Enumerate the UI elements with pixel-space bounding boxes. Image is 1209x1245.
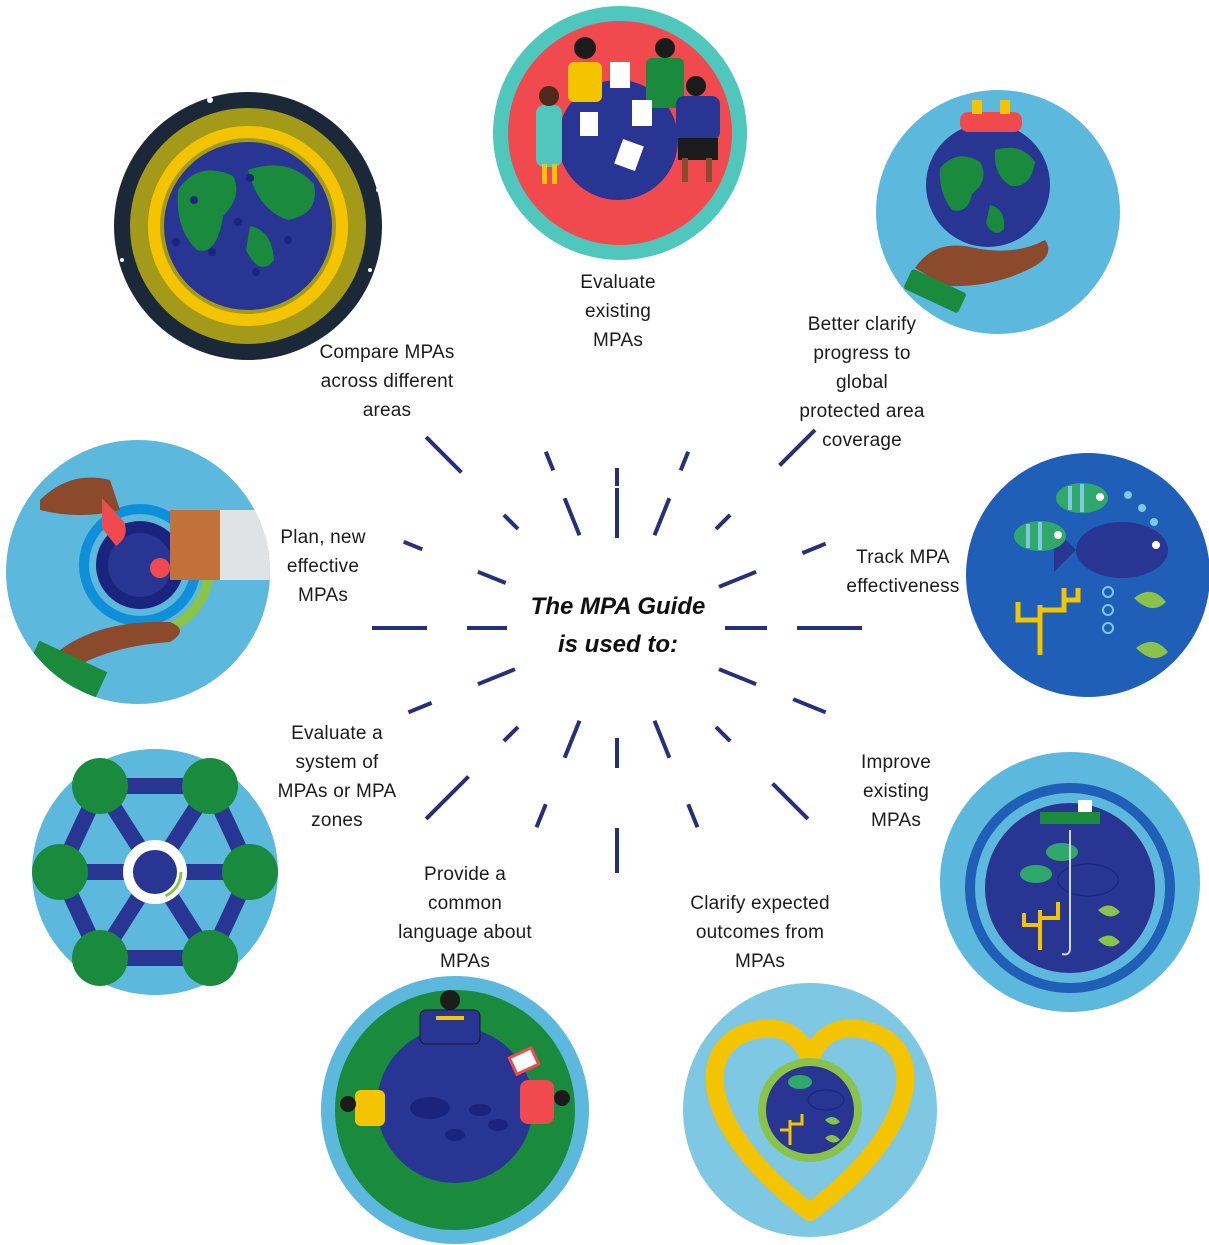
label-compare-mpas: Compare MPAs across different areas (319, 342, 455, 421)
label-system-of-mpas: Evaluate a system of MPAs or MPA zones (277, 723, 397, 831)
heart-ocean-icon (683, 983, 937, 1237)
ray-segment (402, 539, 424, 552)
ray-segment (424, 775, 470, 821)
ray-segment (792, 697, 827, 715)
ray-segment (407, 701, 433, 715)
hand-holding-globe-icon (876, 90, 1120, 334)
ray-segment (686, 803, 700, 829)
people-around-ocean-icon (321, 976, 589, 1244)
ray-segment (652, 719, 672, 759)
ray-segment (543, 451, 556, 472)
label-clarify-outcomes: Clarify expected outcomes from MPAs (690, 893, 830, 972)
ray-segment (718, 667, 757, 687)
ray-segment (771, 782, 810, 821)
mpa-network-icon (32, 749, 278, 995)
label-track-effectiveness: Track MPA effectiveness (846, 547, 960, 597)
ray-segment (477, 569, 507, 585)
ray-segment (778, 428, 817, 467)
label-global-coverage: Better clarify progress to global protec… (799, 314, 925, 451)
ray-segment (424, 435, 463, 474)
ray-segment (678, 451, 691, 472)
ray-segment (714, 725, 732, 743)
ray-segment (718, 569, 757, 589)
ray-segment (562, 497, 582, 537)
ocean-with-boat-icon (940, 752, 1200, 1012)
label-common-language: Provide a common language about MPAs (398, 864, 532, 972)
ray-segment (714, 513, 732, 531)
hands-planning-map-icon (6, 440, 270, 704)
people-evaluating-globe-icon (493, 6, 747, 260)
ray-segment (801, 541, 827, 555)
ray-segment (502, 513, 520, 531)
ray-segment (562, 719, 582, 759)
ray-segment (652, 497, 672, 537)
ray-segment (477, 667, 516, 687)
label-improve-existing-mpas: Improve existing MPAs (860, 752, 932, 831)
label-plan-new-mpas: Plan, new effective MPAs (280, 527, 366, 606)
globe-with-markers-icon (114, 92, 382, 360)
center-title: The MPA Guide is used to: (530, 593, 706, 658)
fish-and-coral-icon (966, 453, 1209, 697)
ray-segment (534, 803, 548, 829)
label-evaluate-existing-mpas: Evaluate existing MPAs (580, 272, 656, 351)
ray-segment (502, 725, 520, 743)
radiating-rays (372, 428, 862, 873)
